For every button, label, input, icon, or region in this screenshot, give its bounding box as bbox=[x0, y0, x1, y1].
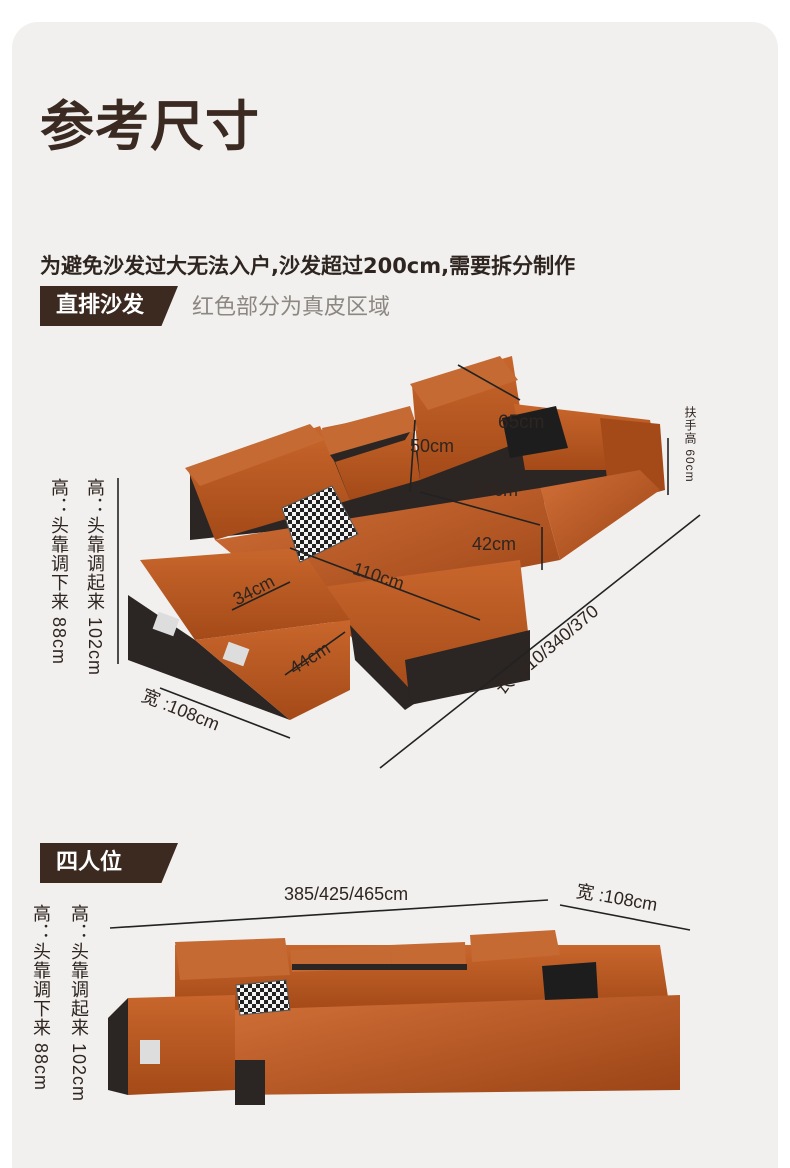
section-tag-lshape: 直排沙发 bbox=[40, 286, 178, 326]
armrest-height-label: 扶手高 60cm bbox=[683, 406, 697, 483]
page-title: 参考尺寸 bbox=[40, 95, 260, 158]
dim-seat-height: 42cm bbox=[472, 534, 517, 554]
lshape-sofa bbox=[128, 356, 665, 720]
four-height-label-raised: 高：头靠调起来 102cm bbox=[69, 904, 89, 1103]
leather-area-note: 红色部分为真皮区域 bbox=[192, 295, 391, 320]
dim-seat-depth: 60cm bbox=[474, 480, 519, 500]
dim-headrest: 65cm bbox=[498, 412, 545, 433]
lshape-dimension-lines bbox=[117, 364, 701, 769]
dim-four-length: 385/425/465cm bbox=[284, 884, 409, 904]
four-height-label-lowered: 高：头靠调下来 88cm bbox=[31, 904, 51, 1092]
height-label-raised: 高：头靠调起来 102cm bbox=[85, 478, 105, 677]
four-seat-sofa bbox=[108, 930, 680, 1105]
four-seat-dimension-lines bbox=[109, 899, 691, 931]
height-label-lowered: 高：头靠调下来 88cm bbox=[49, 478, 69, 666]
section-tag-four-seat: 四人位 bbox=[40, 843, 178, 883]
notice-text: 为避免沙发过大无法入户,沙发超过200cm,需要拆分制作 bbox=[40, 254, 576, 278]
dim-back: 50cm bbox=[410, 436, 455, 456]
